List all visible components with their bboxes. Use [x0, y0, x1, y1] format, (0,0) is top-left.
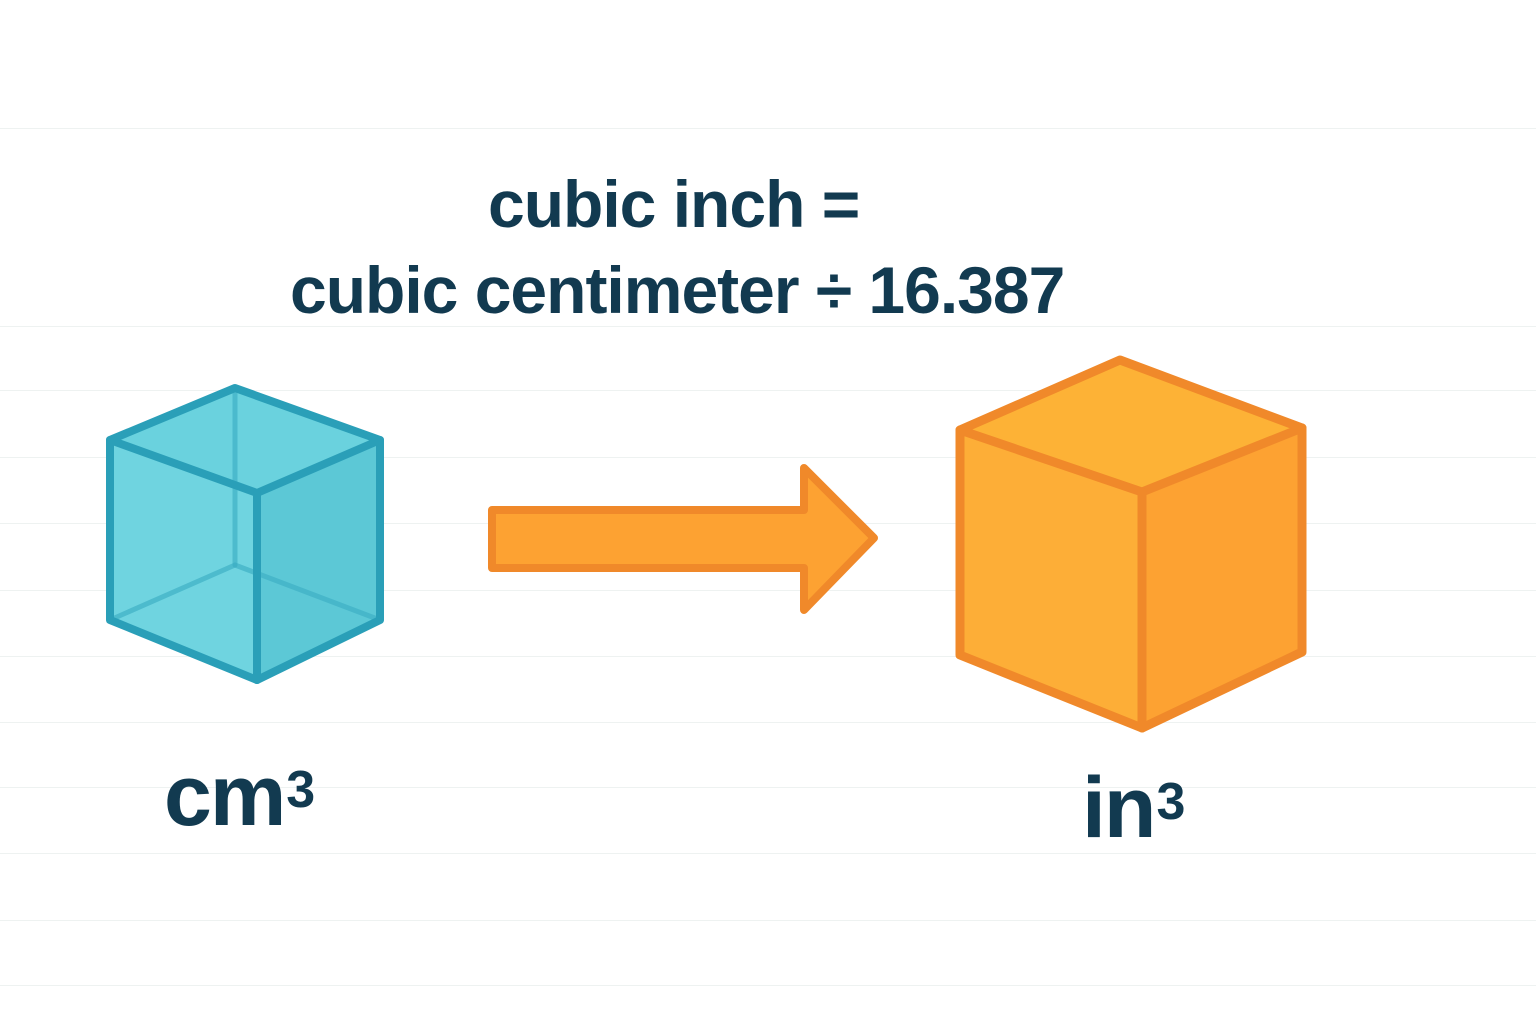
target-unit-label: in3 [1082, 760, 1185, 856]
grid-line [0, 787, 1536, 788]
grid-line [0, 853, 1536, 854]
cubic-inch-cube-icon [955, 355, 1307, 733]
arrow-right-icon [488, 464, 878, 614]
cubic-centimeter-cube-icon [106, 384, 384, 684]
source-unit-base: cm [164, 748, 286, 844]
source-unit-exponent: 3 [286, 761, 315, 819]
grid-line [0, 985, 1536, 986]
grid-line [0, 920, 1536, 921]
grid-line [0, 722, 1536, 723]
grid-line [0, 590, 1536, 591]
grid-line [0, 457, 1536, 458]
source-unit-label: cm3 [164, 748, 315, 844]
target-unit-exponent: 3 [1156, 773, 1185, 831]
grid-line [0, 390, 1536, 391]
formula-line-1: cubic inch = [488, 167, 860, 241]
target-unit-base: in [1082, 760, 1156, 856]
grid-line [0, 128, 1536, 129]
grid-line [0, 656, 1536, 657]
formula-line-2: cubic centimeter ÷ 16.387 [290, 253, 1065, 327]
grid-line [0, 326, 1536, 327]
